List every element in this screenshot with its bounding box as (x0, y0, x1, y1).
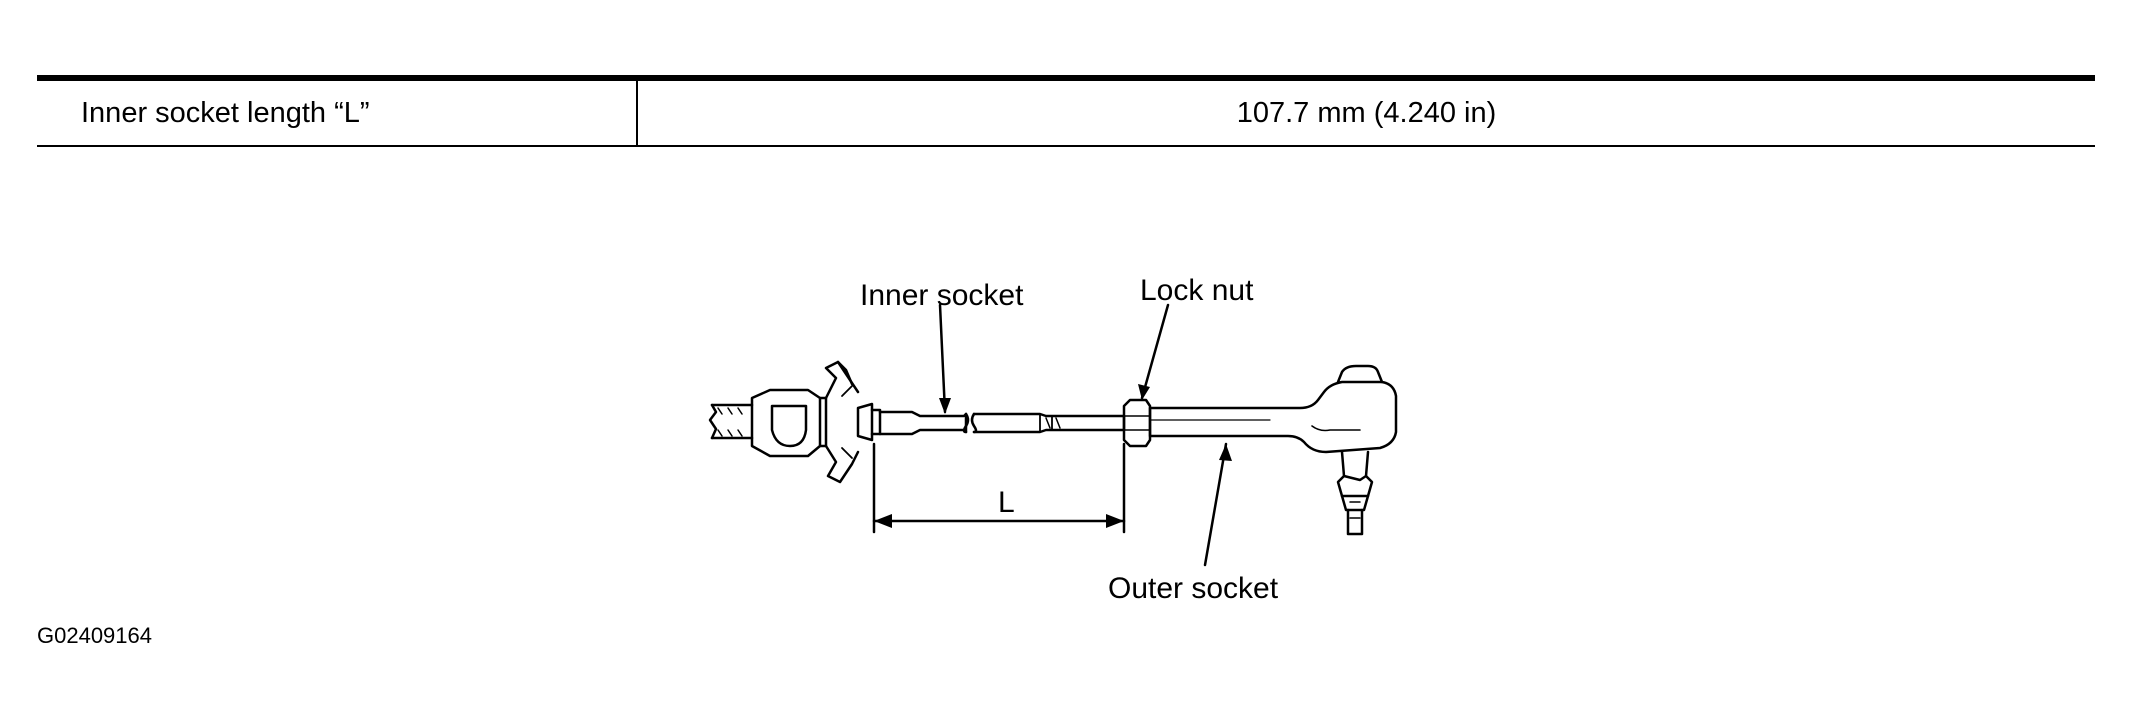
arrowhead-right (1106, 514, 1124, 528)
ball-housing (750, 388, 828, 458)
spec-value-cell: 107.7 mm (4.240 in) (1236, 96, 1497, 129)
threaded-shaft (972, 412, 1126, 434)
lock-nut (1122, 398, 1152, 448)
spec-label-cell: Inner socket length “L” (37, 78, 638, 146)
table-row: Inner socket length “L” 107.7 mm (4.240 … (37, 78, 2095, 146)
outer-socket-label: Outer socket (1108, 572, 1279, 605)
outer-socket-leader (1203, 442, 1228, 567)
arrowhead-outer-socket (1219, 444, 1232, 461)
arrowhead-left (874, 514, 892, 528)
ball-stud (1336, 450, 1374, 536)
lock-nut-leader (1140, 303, 1170, 400)
figure-id: G02409164 (37, 623, 152, 648)
lock-nut-label: Lock nut (1140, 274, 1254, 307)
outer-socket (1148, 364, 1398, 454)
spec-table: Inner socket length “L” 107.7 mm (4.240 … (37, 75, 2095, 147)
inner-socket-rod (856, 402, 968, 442)
inner-socket-label: Inner socket (860, 279, 1024, 312)
steering-rack (708, 403, 754, 440)
inner-socket-leader (938, 303, 947, 414)
arrowhead-lock-nut (1138, 384, 1150, 400)
boot-clamp (824, 360, 860, 484)
dimension-l (872, 442, 1126, 534)
arrowhead-inner-socket (939, 398, 951, 414)
dimension-label: L (998, 486, 1015, 519)
